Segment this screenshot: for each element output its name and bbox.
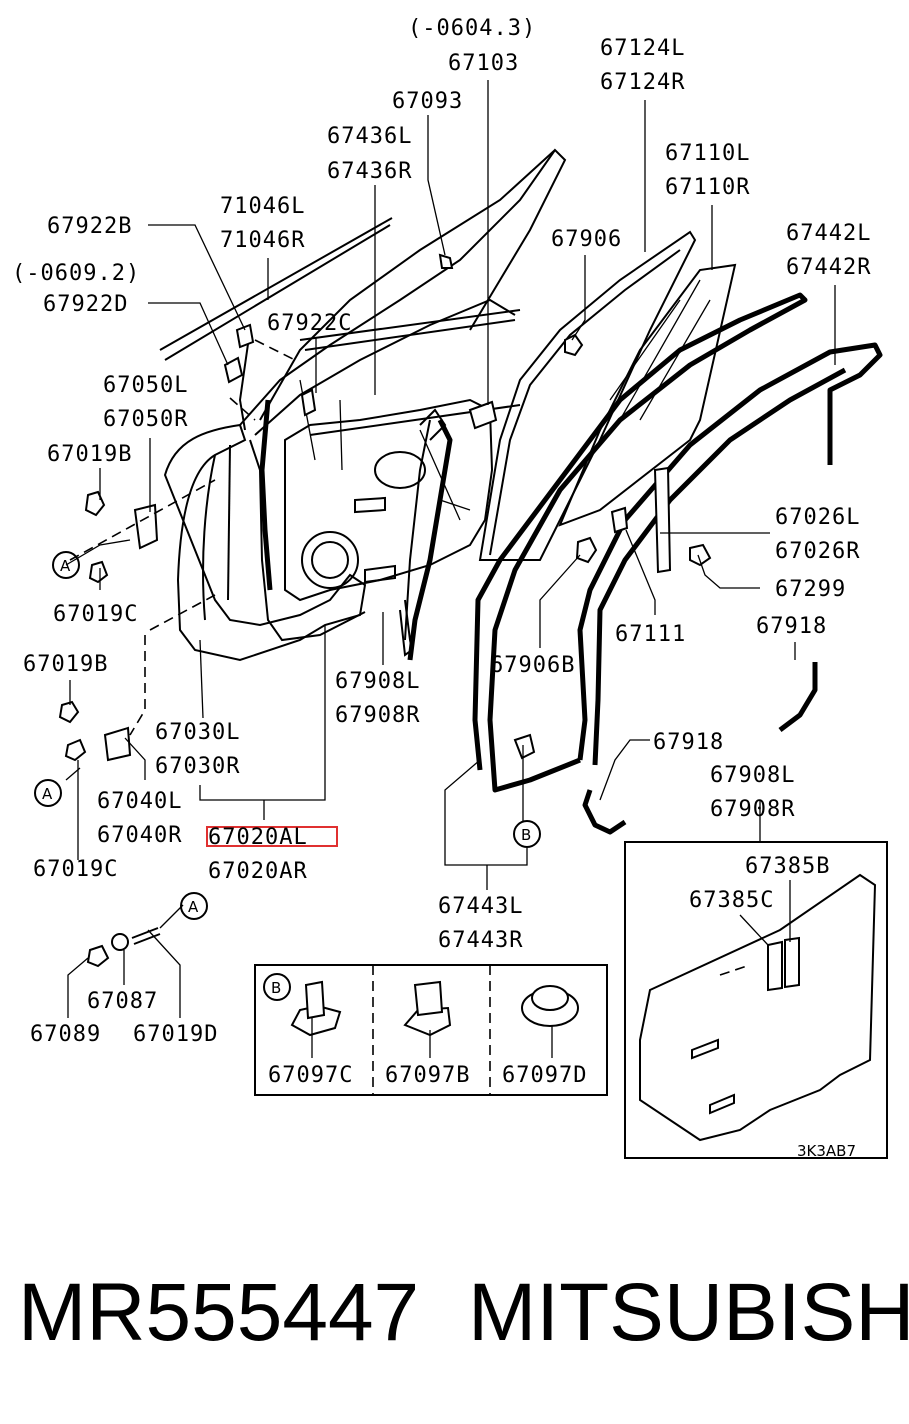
weatherstrip-drawing [407, 292, 883, 835]
label-67124l: 67124L [600, 36, 685, 61]
label-67026r: 67026R [775, 539, 860, 564]
label-67050r: 67050R [103, 407, 188, 432]
callout-a-1: A [52, 551, 80, 579]
label-67908r-lower: 67908R [710, 797, 795, 822]
label-67030r: 67030R [155, 754, 240, 779]
label-67442r: 67442R [786, 255, 871, 280]
label-67097b: 67097B [385, 1063, 470, 1088]
label-71046l: 71046L [220, 194, 305, 219]
label-71046r: 71046R [220, 228, 305, 253]
label-67908l-upper: 67908L [335, 669, 420, 694]
svg-text:A: A [42, 785, 53, 803]
leader-lines [65, 80, 836, 1058]
label-67436r: 67436R [327, 159, 412, 184]
label-67020al[interactable]: 67020AL [208, 825, 308, 850]
callout-b-1: B [513, 820, 541, 848]
label-67124r: 67124R [600, 70, 685, 95]
label-67436l: 67436L [327, 124, 412, 149]
label-67299: 67299 [775, 577, 846, 602]
label-67918-upper: 67918 [756, 614, 827, 639]
label-67443l: 67443L [438, 894, 523, 919]
label-67089: 67089 [30, 1022, 101, 1047]
boxes [254, 841, 888, 1159]
label-67111: 67111 [615, 622, 686, 647]
part-number-title: MR555447 [18, 1267, 419, 1358]
label-67443r: 67443R [438, 928, 523, 953]
label-67908l-lower: 67908L [710, 763, 795, 788]
label-67097d: 67097D [502, 1063, 587, 1088]
label-67050l: 67050L [103, 373, 188, 398]
svg-text:B: B [271, 979, 281, 997]
label-67030l: 67030L [155, 720, 240, 745]
svg-text:A: A [60, 557, 71, 575]
label-67442l: 67442L [786, 221, 871, 246]
callout-b-2: B [263, 973, 291, 1001]
label-67922b: 67922B [47, 214, 132, 239]
label-67040r: 67040R [97, 823, 182, 848]
label-67019c-lower: 67019C [33, 857, 118, 882]
label-67385b: 67385B [745, 854, 830, 879]
trim-panel-drawing [639, 873, 877, 1142]
hardware-drawing [58, 253, 712, 968]
label-67922d: 67922D [43, 292, 128, 317]
svg-text:B: B [521, 826, 531, 844]
label-67110l: 67110L [665, 141, 750, 166]
highlight-67020al [206, 826, 338, 847]
trim-panel-box [624, 841, 888, 1159]
label-67019c-upper: 67019C [53, 602, 138, 627]
door-shell-drawing [163, 148, 567, 662]
label-67020ar: 67020AR [208, 859, 308, 884]
brand-title: MITSUBISHI [468, 1267, 909, 1358]
diagram-code: 3K3AB7 [797, 1142, 856, 1160]
label-67097c: 67097C [268, 1063, 353, 1088]
label-67103: 67103 [448, 51, 519, 76]
window-glass-drawing [159, 149, 737, 561]
label-67110r: 67110R [665, 175, 750, 200]
clips-drawing [290, 980, 579, 1037]
label-67906b: 67906B [490, 653, 575, 678]
label-67918-lower: 67918 [653, 730, 724, 755]
label-67019d: 67019D [133, 1022, 218, 1047]
label-67040l: 67040L [97, 789, 182, 814]
clip-detail-box [254, 964, 608, 1096]
label-67093: 67093 [392, 89, 463, 114]
callout-a-2: A [34, 779, 62, 807]
label-67087: 67087 [87, 989, 158, 1014]
label-67019b-lower: 67019B [23, 652, 108, 677]
label-0609-2: (-0609.2) [12, 261, 140, 286]
label-67922c: 67922C [267, 311, 352, 336]
label-67906: 67906 [551, 227, 622, 252]
svg-text:A: A [188, 898, 199, 916]
label-0604-3: (-0604.3) [408, 16, 536, 41]
label-67908r-upper: 67908R [335, 703, 420, 728]
label-67385c: 67385C [689, 888, 774, 913]
callout-a-3: A [180, 892, 208, 920]
label-67019b-upper: 67019B [47, 442, 132, 467]
label-67026l: 67026L [775, 505, 860, 530]
